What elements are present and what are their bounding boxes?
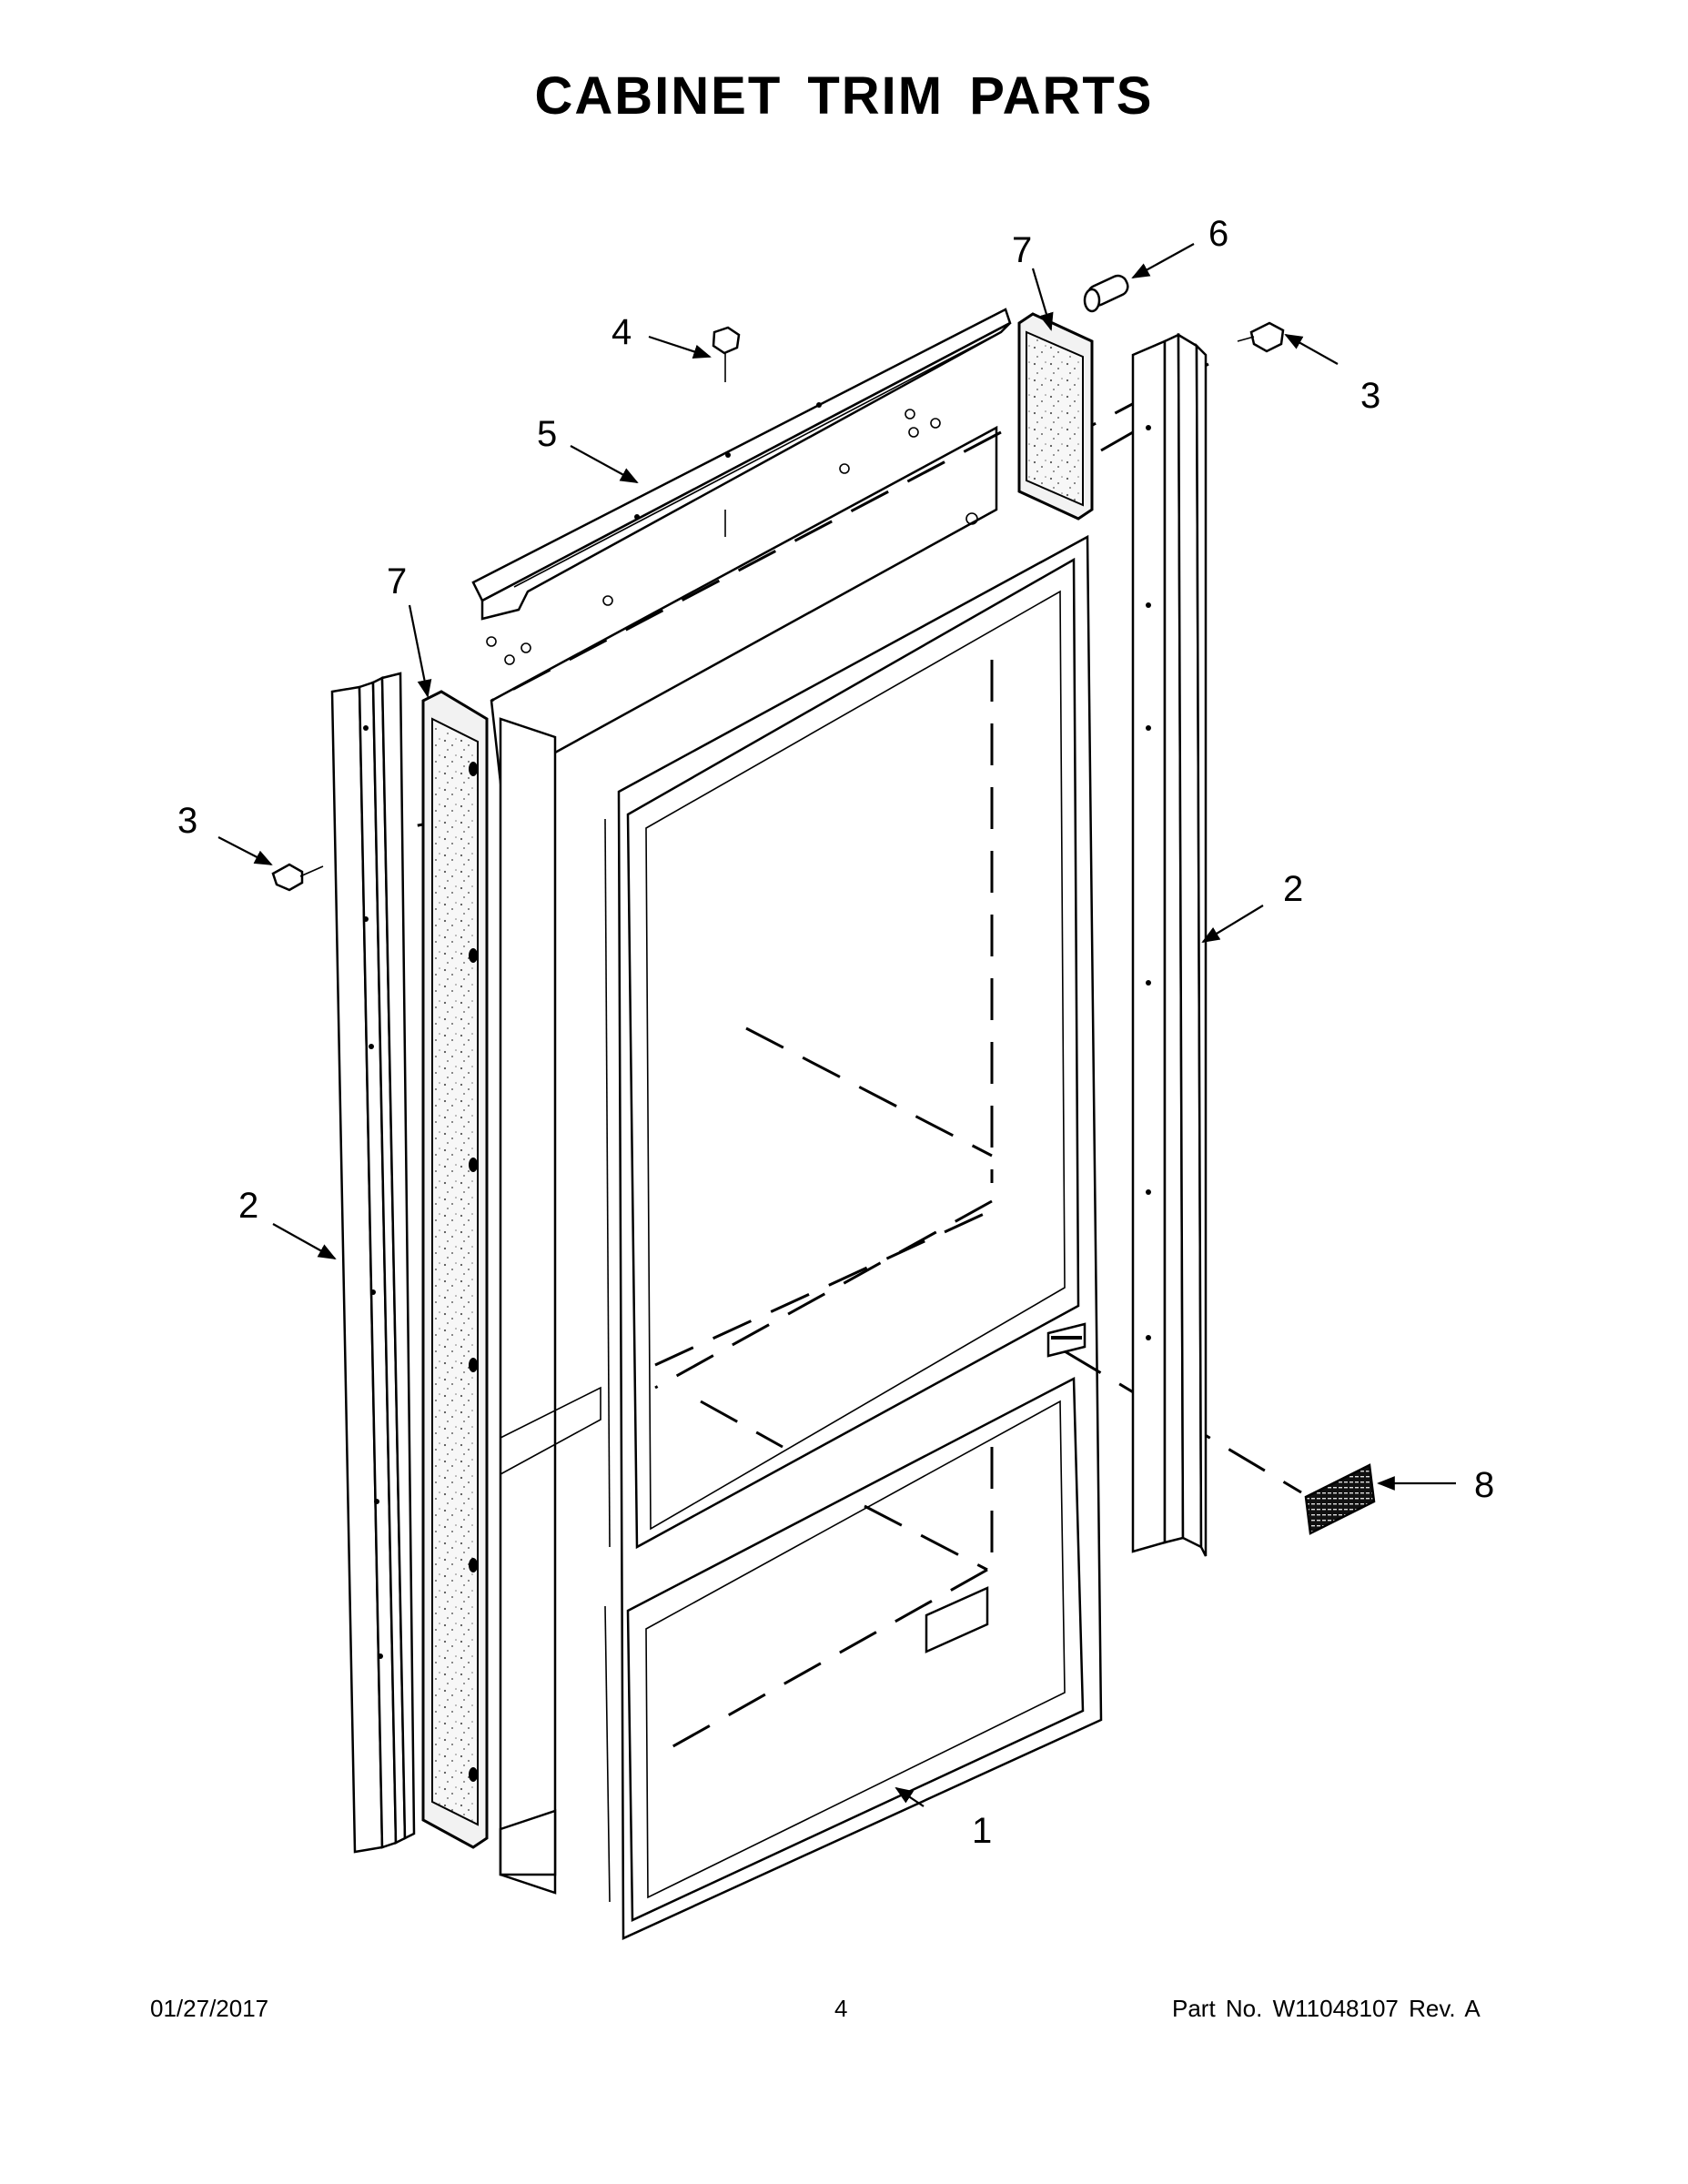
bottom-bracket-detail: [925, 1586, 989, 1653]
grille-badge: [1304, 1463, 1376, 1535]
callout-7-left: 7: [387, 561, 407, 602]
callout-6: 6: [1208, 214, 1228, 254]
left-side-trim: [330, 672, 416, 1854]
right-side-trim: [1131, 332, 1208, 1557]
callout-2-left: 2: [238, 1186, 258, 1226]
right-foam-strip: [1017, 312, 1094, 521]
left-foam-strip: [421, 690, 489, 1849]
callout-7-right: 7: [1012, 230, 1032, 270]
top-bracket: [471, 308, 1012, 621]
top-screw: [712, 326, 741, 537]
callout-5: 5: [537, 414, 557, 454]
callout-3-right: 3: [1360, 376, 1380, 416]
callout-1: 1: [972, 1811, 992, 1851]
footer-date: 01/27/2017: [150, 1995, 269, 2022]
footer-page-number: 4: [834, 1995, 848, 2022]
page-title: CABINET TRIM PARTS: [534, 66, 1154, 126]
pin: [1083, 274, 1129, 313]
callout-labels: 1 2 2 3 3 4 5 6 7 7 8: [177, 214, 1494, 1851]
left-screw: [271, 863, 324, 892]
callout-3-left: 3: [177, 801, 197, 841]
callout-2-right: 2: [1283, 869, 1303, 909]
callout-4: 4: [612, 312, 632, 352]
callout-8: 8: [1474, 1465, 1494, 1505]
callout-arrows: [217, 243, 1456, 1807]
door-frame-trim: [604, 534, 1103, 1940]
right-screw: [1237, 321, 1285, 353]
footer-part-info: Part No. W11048107 Rev. A: [1172, 1995, 1481, 2022]
cabinet-body: [486, 409, 998, 1895]
